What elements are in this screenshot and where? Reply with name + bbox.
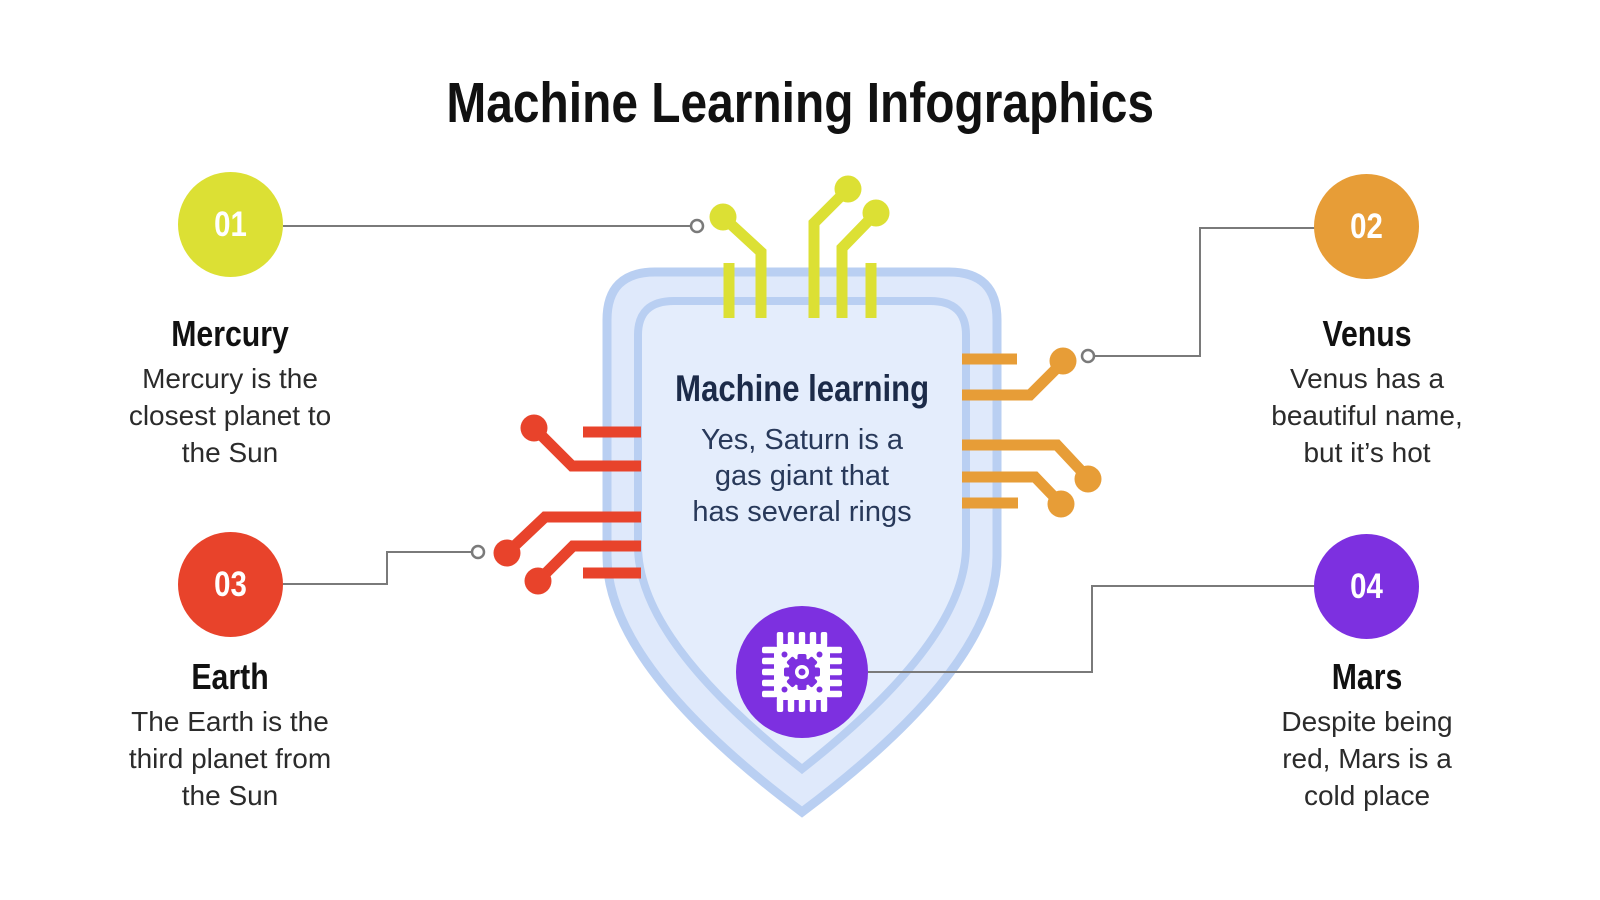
item-description: Mercury is the closest planet to the Sun [128,363,332,468]
item-description: Venus has a beautiful name, but it’s hot [1271,363,1463,468]
item-venus: Venus Venus has a beautiful name, but it… [1207,312,1527,471]
connector-line-04 [868,585,1316,673]
item-title: Venus [1322,313,1412,354]
item-mercury: Mercury Mercury is the closest planet to… [70,312,390,471]
badge-number: 02 [1350,206,1383,246]
item-description: The Earth is the third planet from the S… [128,706,332,811]
orange-circuit-traces [962,347,1102,518]
page-title: Machine Learning Infographics [446,71,1154,135]
item-title: Mercury [171,313,289,354]
number-badge-04: 04 [1314,534,1419,639]
yellow-circuit-traces [709,175,890,318]
badge-number: 04 [1350,566,1383,606]
connector-node-03 [470,544,486,560]
item-title: Earth [191,656,269,697]
connector-line-02 [1095,227,1316,357]
shield-heading: Machine learning [675,368,929,409]
item-title: Mars [1331,656,1403,697]
shield-shape [602,267,1002,818]
number-badge-01: 01 [178,172,283,277]
connector-node-01 [689,218,705,234]
connector-line-03 [283,551,471,585]
badge-number: 03 [214,564,247,604]
item-description: Despite being red, Mars is a cold place [1281,706,1453,811]
item-mars: Mars Despite being red, Mars is a cold p… [1207,655,1527,814]
shield-text-block: Machine learning Yes, Saturn is a gas gi… [642,366,962,530]
item-earth: Earth The Earth is the third planet from… [70,655,390,814]
badge-number: 01 [214,204,247,244]
connector-node-02 [1080,348,1096,364]
number-badge-03: 03 [178,532,283,637]
cpu-chip-gear-icon [762,632,842,712]
number-badge-02: 02 [1314,174,1419,279]
red-circuit-traces [493,414,641,595]
shield-description: Yes, Saturn is a gas giant that has seve… [692,424,912,528]
chip-circle [736,606,868,738]
